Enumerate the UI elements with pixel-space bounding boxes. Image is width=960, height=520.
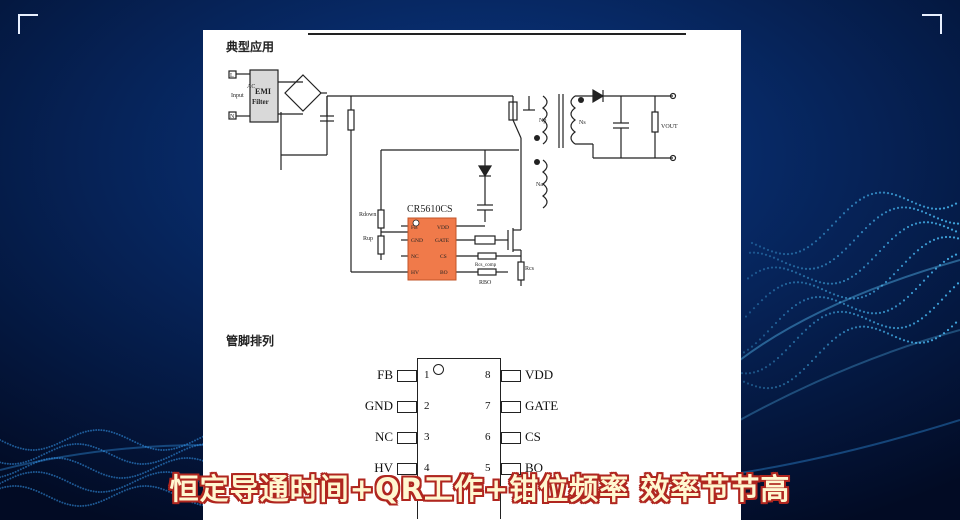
rcs-label: Rcs	[525, 266, 535, 272]
input-label: Input	[231, 93, 244, 99]
pinout-left-label-2: GND	[364, 398, 393, 413]
pinout-left-num-2: 2	[424, 400, 430, 412]
pinout-left-pin-2	[397, 401, 417, 413]
chip-pin-fb: FB	[411, 225, 418, 231]
chip-pin-gnd: GND	[411, 238, 423, 244]
frame-corner-top-left	[18, 14, 38, 34]
pinout-left-label-3: NC	[374, 429, 393, 444]
chip-pin-gate: GATE	[435, 238, 450, 244]
pinout-right-num-8: 8	[485, 369, 491, 381]
pinout-right-pin-8	[501, 370, 521, 382]
pinout-right-label-7: GATE	[525, 398, 559, 413]
typical-application-schematic: AC Input L N Np Ns Na VOUT Rdown Rup Rcs…	[228, 69, 678, 286]
ac-label: AC	[247, 84, 255, 90]
pinout-right-num-6: 6	[485, 431, 491, 443]
chip-pin-vdd: VDD	[437, 225, 449, 231]
filter-label: Filter	[252, 98, 269, 106]
pinout-right-pin-7	[501, 401, 521, 413]
rdown-label: Rdown	[359, 212, 376, 218]
rbo-label: RBO	[479, 280, 492, 286]
pinout-left-num-4: 4	[424, 462, 430, 474]
chip-name-label: CR5610CS	[407, 204, 453, 215]
pinout-left-label-1: FB	[377, 367, 393, 382]
pinout-right-num-7: 7	[485, 400, 491, 412]
video-subtitle-caption: 恒定导通时间+QR工作+钳位频率 效率节节高	[169, 472, 791, 506]
chip-pin-hv: HV	[411, 270, 419, 276]
rcs-comp-label: Rcs_comp	[475, 263, 497, 268]
pinout-left-pin-4	[397, 463, 417, 475]
wave-particles	[0, 191, 960, 507]
vout-label: VOUT	[661, 124, 678, 130]
header-rule	[308, 33, 686, 35]
n-terminal-label: N	[230, 114, 235, 120]
pinout-right-label-5: BO	[525, 460, 544, 475]
chip-pin-bo: BO	[440, 270, 448, 276]
datasheet-page: 典型应用	[203, 30, 741, 520]
emi-label: EMI	[255, 87, 271, 96]
pinout-right-num-5: 5	[485, 462, 491, 474]
pinout-right-pin-6	[501, 432, 521, 444]
pinout-chip-body	[417, 358, 501, 519]
na-label: Na	[536, 182, 543, 188]
rup-label: Rup	[363, 236, 373, 242]
pinout-left-pin-1	[397, 370, 417, 382]
pinout-right-pin-5	[501, 463, 521, 475]
pinout-left-num-3: 3	[424, 431, 430, 443]
section-title-pin-arrangement: 管脚排列	[226, 334, 275, 348]
section-title-typical-application: 典型应用	[226, 40, 275, 54]
l-terminal-label: L	[230, 73, 234, 79]
pinout-right-label-6: CS	[525, 429, 541, 444]
frame-corner-top-right	[922, 14, 942, 34]
controller-chip	[407, 217, 457, 281]
pin1-marker	[433, 364, 444, 375]
pinout-right-label-8: VDD	[525, 367, 554, 382]
pinout-left-num-1: 1	[424, 369, 430, 381]
pinout-left-pin-3	[397, 432, 417, 444]
np-label: Np	[539, 118, 546, 124]
pinout-left-label-4: HV	[374, 460, 393, 475]
chip-pin-nc: NC	[411, 254, 419, 260]
ns-label: Ns	[579, 120, 586, 126]
chip-pin-cs: CS	[440, 254, 447, 260]
